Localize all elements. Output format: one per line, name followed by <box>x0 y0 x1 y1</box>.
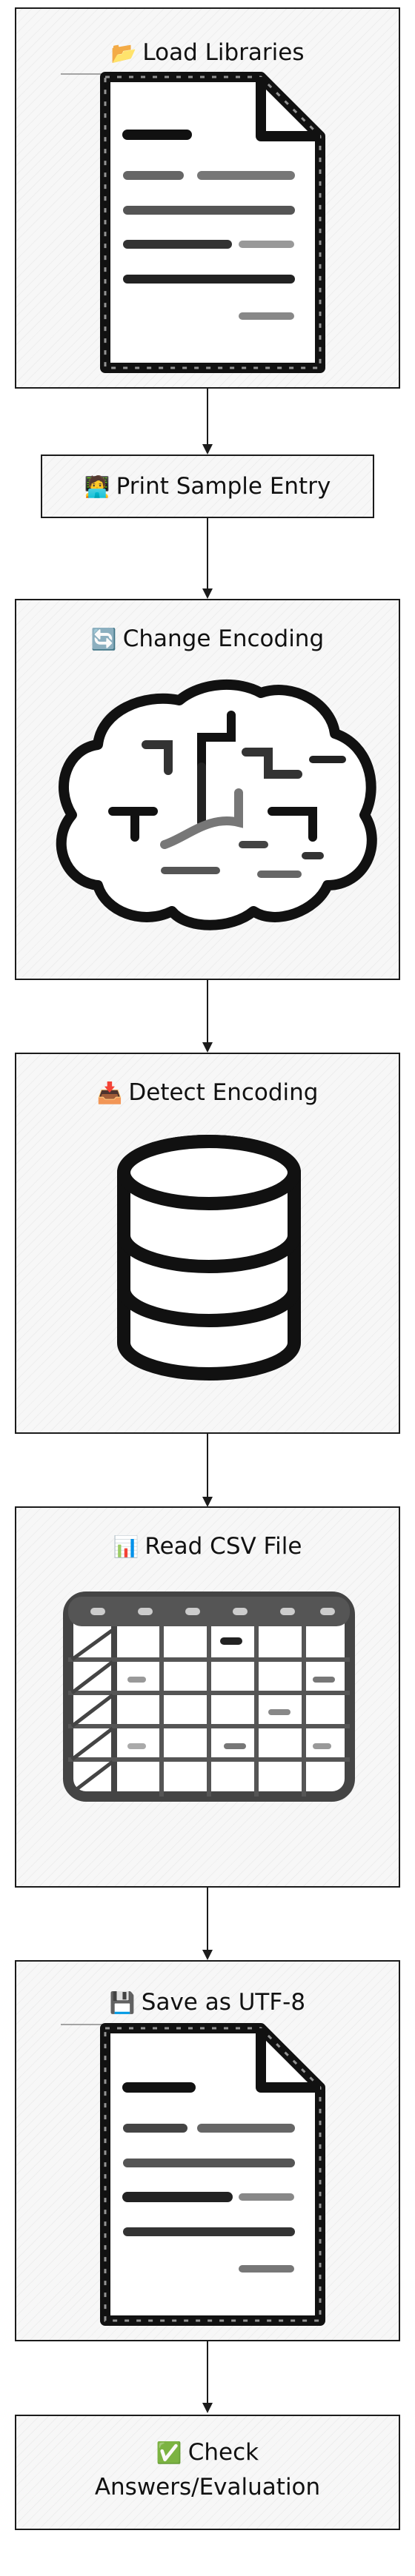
arrowhead <box>202 588 213 599</box>
node-detect-encoding-title: 📥Detect Encoding <box>16 1079 399 1107</box>
technologist-icon: 🧑‍💻 <box>84 474 110 499</box>
brain-icon <box>56 679 377 930</box>
refresh-icon: 🔄 <box>90 627 117 651</box>
node-check-answers-title: ✅Check Answers/Evaluation <box>16 2435 399 2504</box>
node-save-as-utf8-title: 💾Save as UTF-8 <box>16 1988 399 2017</box>
arrowhead <box>202 444 213 455</box>
table-grid-icon <box>63 1591 355 1802</box>
node-label: Save as UTF-8 <box>141 1989 306 2016</box>
node-save-as-utf8: 💾Save as UTF-8 <box>15 1960 400 2341</box>
arrow-connector <box>207 1434 208 1497</box>
inbox-tray-icon: 📥 <box>96 1081 123 1105</box>
node-print-sample-entry: 🧑‍💻Print Sample Entry <box>41 455 374 518</box>
node-detect-encoding: 📥Detect Encoding <box>15 1053 400 1434</box>
node-check-answers: ✅Check Answers/Evaluation <box>15 2415 400 2530</box>
check-mark-icon: ✅ <box>156 2441 182 2465</box>
node-label: Load Libraries <box>142 39 305 66</box>
folder-icon: 📂 <box>110 41 137 65</box>
node-change-encoding-title: 🔄Change Encoding <box>16 625 399 654</box>
node-change-encoding: 🔄Change Encoding <box>15 599 400 980</box>
arrow-connector <box>207 1888 208 1951</box>
node-read-csv-file: 📊Read CSV File <box>15 1506 400 1888</box>
arrowhead <box>202 1950 213 1960</box>
node-label-line2: Answers/Evaluation <box>94 2474 321 2500</box>
arrow-connector <box>207 980 208 1043</box>
node-load-libraries: 📂Load Libraries <box>15 7 400 389</box>
node-label: Change Encoding <box>122 625 325 652</box>
arrowhead <box>202 2403 213 2413</box>
node-load-libraries-title: 📂Load Libraries <box>16 38 399 67</box>
arrow-connector <box>207 389 208 445</box>
node-label: Read CSV File <box>145 1533 302 1560</box>
database-icon <box>117 1135 301 1381</box>
node-label: Check <box>187 2439 259 2466</box>
bar-chart-icon: 📊 <box>113 1534 139 1559</box>
node-label-line1: ✅Check <box>16 2435 399 2470</box>
node-label: Print Sample Entry <box>116 473 331 500</box>
document-icon <box>61 72 325 373</box>
node-print-sample-entry-title: 🧑‍💻Print Sample Entry <box>42 472 373 501</box>
node-label: Detect Encoding <box>128 1079 319 1106</box>
arrow-connector <box>207 2341 208 2404</box>
document-icon <box>61 2023 325 2326</box>
floppy-disk-icon: 💾 <box>109 1990 136 2015</box>
arrowhead <box>202 1042 213 1053</box>
node-read-csv-file-title: 📊Read CSV File <box>16 1532 399 1561</box>
arrowhead <box>202 1497 213 1507</box>
arrow-connector <box>207 518 208 588</box>
